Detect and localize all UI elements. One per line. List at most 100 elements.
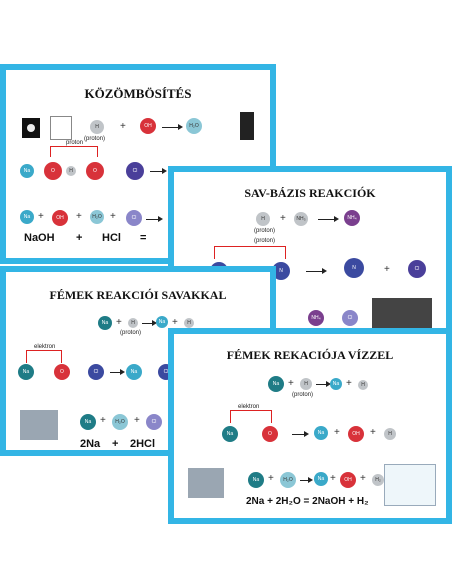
flask-photo-icon — [50, 116, 72, 140]
sodium-ion: Na — [20, 210, 34, 224]
reaction-arrow — [316, 381, 331, 387]
chloride-ion: Cl — [146, 414, 162, 430]
plus-sign: + — [288, 378, 294, 389]
plus-sign: + — [134, 415, 140, 426]
hydroxide-ion: OH — [348, 426, 364, 442]
water-molecule: H₂O — [186, 118, 202, 134]
equation-right: HCl — [102, 232, 121, 244]
proton-label: (proton) — [254, 228, 276, 234]
electron-transfer-line — [26, 350, 62, 363]
electron-transfer-line — [230, 410, 272, 423]
water-molecule: O — [262, 426, 278, 442]
card-title: FÉMEK REAKCIÓI SAVAKKAL — [49, 288, 227, 302]
card-title: FÉMEK REKACIÓJA VÍZZEL — [226, 348, 394, 362]
reaction-arrow — [162, 124, 183, 130]
chloride-ion: Cl — [126, 162, 144, 180]
plus-sign: + — [120, 121, 126, 132]
sodium-atom: Na — [248, 472, 264, 488]
proton-arrow-label: (proton) — [254, 238, 276, 244]
ammonia-molecule: NH₃ — [294, 212, 308, 226]
hydroxide-ion: OH — [140, 118, 156, 134]
ammonium-ion: N — [344, 258, 364, 278]
card-title: SAV-BÁZIS REAKCIÓK — [244, 186, 376, 200]
plus-sign: + — [370, 427, 376, 438]
equation: 2Na + 2H₂O = 2NaOH + H₂ — [246, 496, 369, 507]
plus-sign: + — [330, 473, 336, 484]
plus-sign: + — [172, 317, 178, 328]
hydroxide-ion: OH — [340, 472, 356, 488]
plus-sign: + — [76, 211, 82, 222]
plus-sign: + — [360, 473, 366, 484]
hydrogen-ion: H — [66, 166, 76, 176]
plus-sign: + — [38, 211, 44, 222]
hydronium-ion: O — [54, 364, 70, 380]
tube-photo-icon — [240, 112, 254, 140]
equation-left: NaOH — [24, 232, 55, 244]
proton-transfer-line — [214, 246, 286, 259]
sodium-metal-photo-icon — [20, 410, 58, 440]
sodium-ion: Na — [156, 316, 168, 328]
water-molecule: H₂O — [90, 210, 104, 224]
reaction-arrow — [292, 431, 309, 437]
electron-label: elektron — [34, 344, 56, 350]
plus-sign: + — [384, 264, 390, 275]
plus-sign: + — [280, 213, 286, 224]
sodium-atom: Na — [18, 364, 34, 380]
ammonium-ion: NH₄ — [344, 210, 360, 226]
equation-left: 2Na — [80, 438, 101, 450]
hydrogen-ion: H — [300, 378, 312, 390]
photo-icon — [22, 118, 40, 138]
proton-arrow-label: proton — [66, 140, 84, 146]
hydroxide-ion: O — [86, 162, 104, 180]
hydrogen-molecule: H₂ — [372, 474, 384, 486]
plus-sign: + — [268, 473, 274, 484]
hydrogen-atom: H — [384, 428, 396, 440]
plus-sign: + — [116, 317, 122, 328]
reaction-arrow — [306, 268, 327, 274]
sodium-atom: Na — [98, 316, 112, 330]
reaction-arrow — [146, 216, 163, 222]
equation-plus: + — [112, 438, 119, 450]
reaction-arrow — [142, 320, 157, 326]
hydroxide-ion: O — [44, 162, 62, 180]
hydrogen-ion: H — [128, 318, 138, 328]
proton-label: (proton) — [120, 330, 142, 336]
chloride-ion: Cl — [88, 364, 104, 380]
sodium-atom: Na — [268, 376, 284, 392]
equation-right: 2HCl — [130, 438, 156, 450]
hydrogen-atom: H — [358, 380, 368, 390]
sodium-ion: Na — [314, 472, 328, 486]
water-molecule: H₂O — [280, 472, 296, 488]
beaker-photo-icon — [384, 464, 436, 506]
sodium-atom: Na — [222, 426, 238, 442]
hydrogen-ion: H — [256, 212, 270, 226]
reaction-arrow — [110, 369, 125, 375]
equation-equals: = — [140, 232, 147, 244]
ammonium-ion: NH₄ — [308, 310, 324, 326]
card-kozombosites: KÖZÖMBÖSÍTÉS H (proton) + OH H₂O proton … — [0, 64, 276, 264]
card-title: KÖZÖMBÖSÍTÉS — [84, 86, 192, 101]
hydroxide-ion: OH — [52, 210, 68, 226]
plus-sign: + — [334, 427, 340, 438]
chloride-ion: Cl — [342, 310, 358, 326]
hydrogen-atom: H — [184, 318, 194, 328]
plus-sign: + — [346, 378, 352, 389]
equation-plus: + — [76, 232, 83, 244]
chloride-ion: Cl — [408, 260, 426, 278]
sodium-atom: Na — [80, 414, 96, 430]
proton-label: (proton) — [292, 392, 314, 398]
sodium-ion: Na — [126, 364, 142, 380]
ammonia-molecule: N — [272, 262, 290, 280]
sodium-ion: Na — [314, 426, 328, 440]
reaction-arrow — [318, 216, 339, 222]
water-molecule: H₂O — [112, 414, 128, 430]
sodium-ion: Na — [20, 164, 34, 178]
reaction-arrow — [300, 477, 313, 483]
sodium-ion: Na — [330, 378, 342, 390]
reaction-arrow — [150, 168, 167, 174]
electron-label: elektron — [238, 404, 260, 410]
proton-label: (proton) — [84, 136, 106, 142]
plus-sign: + — [110, 211, 116, 222]
chloride-ion: Cl — [126, 210, 142, 226]
sodium-metal-photo-icon — [188, 468, 224, 498]
